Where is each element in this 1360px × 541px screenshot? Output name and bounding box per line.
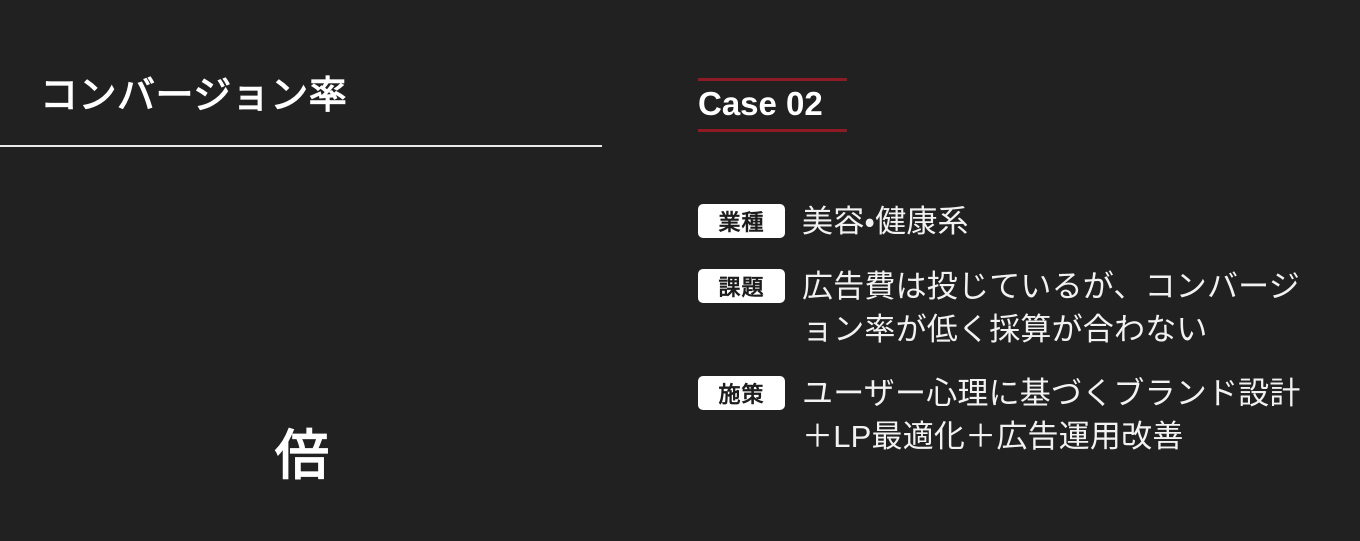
title-divider bbox=[0, 145, 602, 147]
metric-value-row: 倍 bbox=[0, 395, 602, 485]
list-item: 施策 ユーザー心理に基づくブランド設計＋LP最適化＋広告運用改善 bbox=[698, 373, 1318, 459]
list-item: 課題 広告費は投じているが、コンバージョン率が低く採算が合わない bbox=[698, 266, 1318, 352]
case-info-list: 業種 美容・健康系 課題 広告費は投じているが、コンバージョン率が低く採算が合わ… bbox=[698, 201, 1318, 481]
case-label: Case 02 bbox=[698, 85, 823, 122]
metric-panel: コンバージョン率 倍 bbox=[0, 0, 660, 541]
status-badge: 施策 bbox=[698, 376, 785, 411]
case-badge: Case 02 bbox=[698, 78, 847, 132]
list-item-text: ユーザー心理に基づくブランド設計＋LP最適化＋広告運用改善 bbox=[802, 376, 1301, 455]
list-item-text: 美容・健康系 bbox=[802, 204, 969, 239]
case-detail-panel: Case 02 業種 美容・健康系 課題 広告費は投じているが、コンバージョン率… bbox=[698, 0, 1318, 541]
status-badge: 課題 bbox=[698, 268, 785, 303]
metric-unit: 倍 bbox=[275, 426, 329, 486]
page-title: コンバージョン率 bbox=[40, 75, 348, 117]
status-badge: 業種 bbox=[698, 204, 785, 238]
list-item-text: 広告費は投じているが、コンバージョン率が低く採算が合わない bbox=[802, 268, 1300, 347]
list-item: 業種 美容・健康系 bbox=[698, 201, 1318, 244]
